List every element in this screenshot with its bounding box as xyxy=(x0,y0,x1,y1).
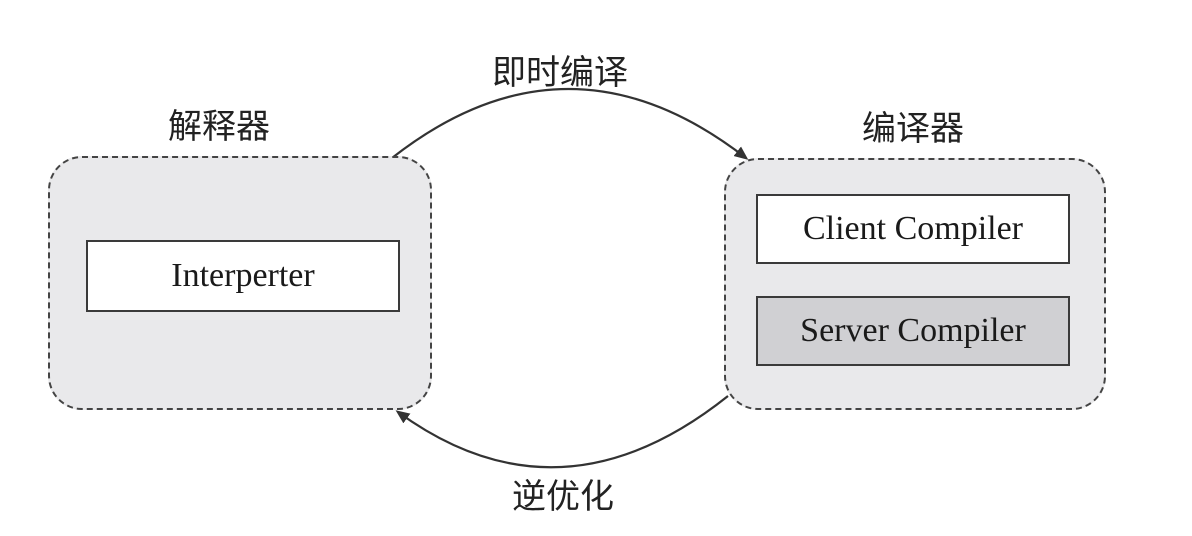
server-compiler-box: Server Compiler xyxy=(756,296,1070,366)
jit-compile-arrow xyxy=(391,88,749,160)
deoptimize-arrow xyxy=(395,395,729,469)
deoptimize-label: 逆优化 xyxy=(512,477,614,517)
client-compiler-box: Client Compiler xyxy=(756,194,1070,264)
jit-compile-label: 即时编译 xyxy=(492,53,628,93)
interpreter-box: Interperter xyxy=(86,240,400,312)
compiler-group-title: 编译器 xyxy=(862,109,964,149)
interpreter-group-title: 解释器 xyxy=(168,107,270,147)
